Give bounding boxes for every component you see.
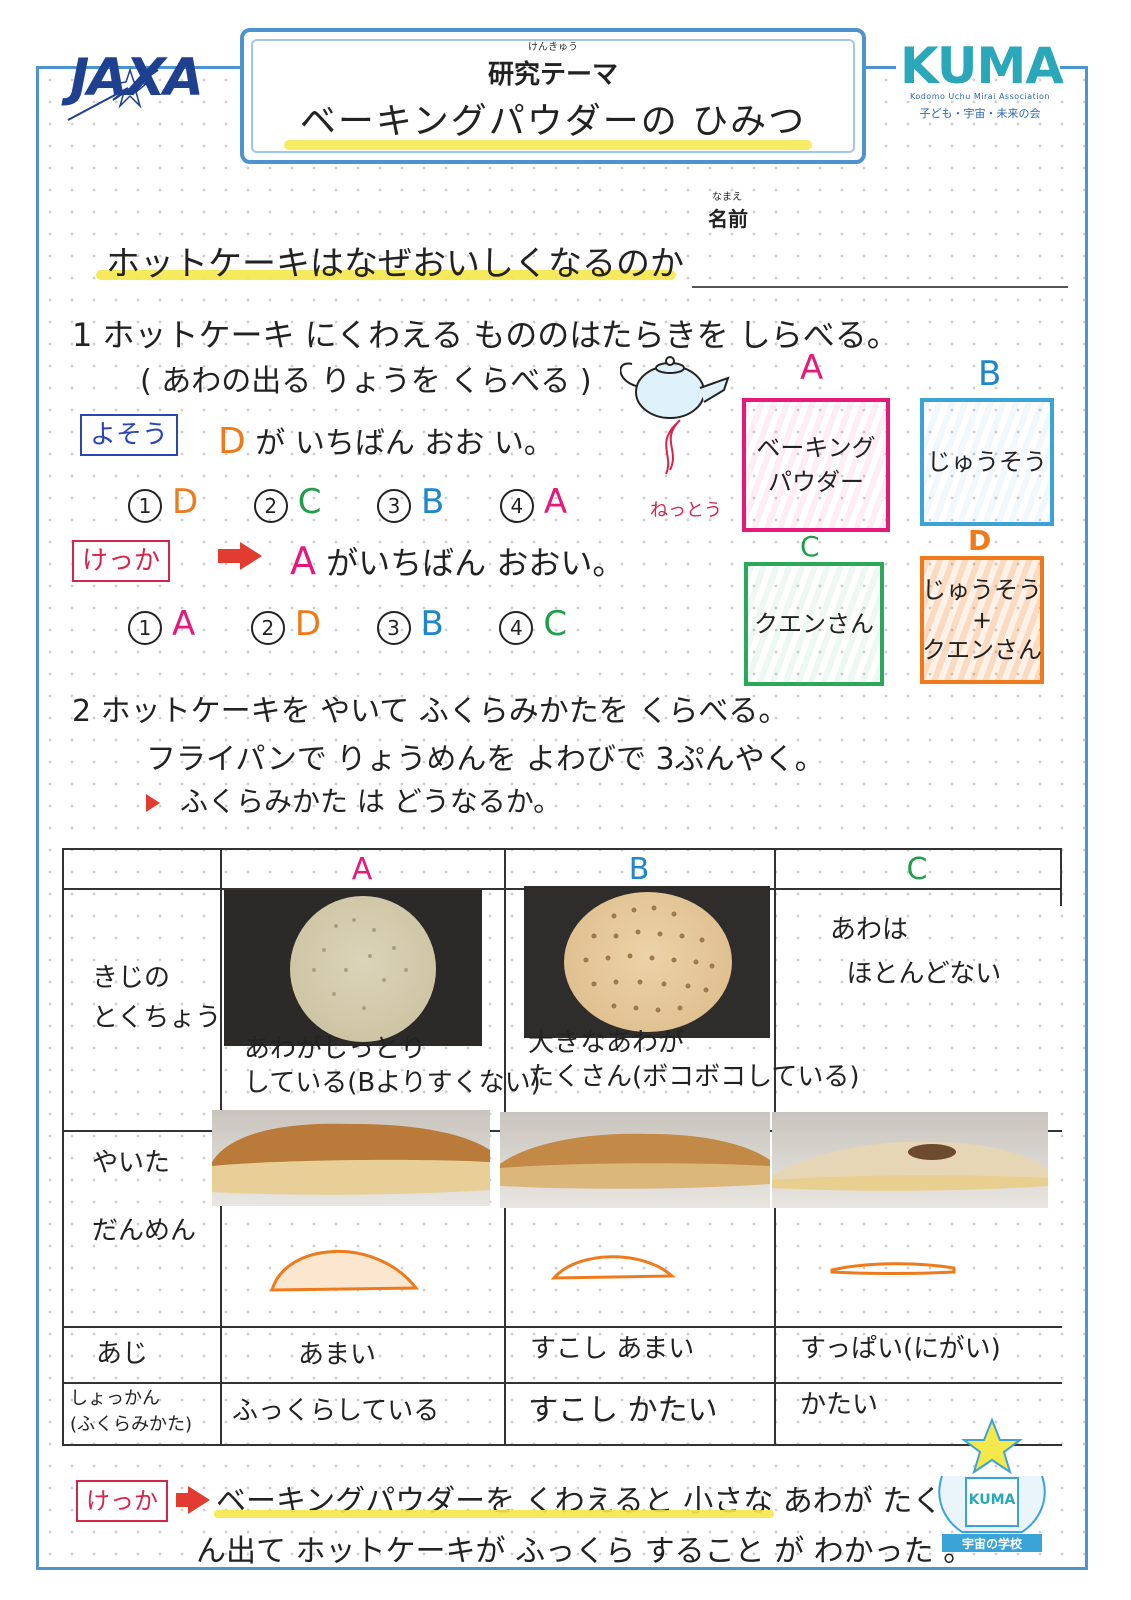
red-arrow-icon: [146, 794, 160, 812]
shokkan-c-text: かたい: [800, 1390, 879, 1420]
col-head-a: A: [351, 852, 373, 887]
section1-title: 1 ホットケーキ にくわえる もののはたらきを しらべる。: [72, 316, 899, 354]
school-badge: KUMA 宇宙の学校: [922, 1416, 1062, 1556]
batter-photo-a: [224, 890, 482, 1046]
theme-title: ベーキングパウダーの ひみつ: [299, 101, 807, 142]
kuma-subtitle-en: Kodomo Uchu Mirai Association: [909, 92, 1050, 101]
research-theme-box: けんきゅう 研究テーマ ベーキングパウダーの ひみつ: [240, 28, 866, 164]
kekka-letter: A: [290, 539, 316, 583]
kekka-statement: A がいちばん おおい。: [290, 538, 624, 584]
theme-highlight: [284, 140, 812, 150]
conclusion-line2: ん出て ホットケーキが ふっくら すること が わかった 。: [196, 1534, 974, 1569]
fluff-drawing-a: [269, 1249, 420, 1292]
jaxa-logo: JAXA: [58, 40, 218, 130]
badge-logo: KUMA: [968, 1492, 1016, 1508]
page-frame-top-left: [36, 66, 246, 69]
kekka-tag: けっか: [72, 540, 171, 582]
shokkan-b-text: すこし かたい: [528, 1393, 718, 1428]
red-arrow-icon: [176, 1486, 214, 1514]
kuma-subtitle-jp: 子ども・宇宙・未来の会: [919, 107, 1041, 120]
nattou-label: ねっとう: [650, 500, 722, 521]
name-label: 名前: [708, 207, 748, 231]
section2-method: フライパンで りょうめんを よわびで 3ぷんやく。: [146, 742, 825, 777]
badge-label: 宇宙の学校: [961, 1537, 1022, 1551]
sample-a-label: A: [800, 348, 824, 388]
conclusion-tag: けっか: [76, 1480, 168, 1522]
aji-b-text: すこし あまい: [530, 1334, 695, 1364]
kiji-b-text: 大きなあわが たくさん(ボコボコしている): [528, 1028, 860, 1092]
row-label-danmen: やいた だんめん: [92, 1148, 197, 1246]
shokkan-a-text: ふっくらしている: [232, 1396, 440, 1426]
theme-label: 研究テーマ: [487, 60, 618, 90]
fluff-drawing-b: [550, 1255, 676, 1280]
cross-section-photo-c: [772, 1112, 1048, 1208]
fluff-drawing-c: [830, 1262, 956, 1275]
teapot-icon: [620, 356, 730, 475]
yosou-letter: D: [218, 421, 246, 462]
sample-c-box: クエンさん: [744, 562, 884, 686]
section2-question: ふくらみかた は どうなるか。: [146, 780, 561, 820]
main-question-highlight: [96, 270, 676, 280]
sample-c-label: C: [800, 530, 820, 563]
red-arrow-icon: [218, 542, 266, 570]
col-head-c: C: [906, 852, 928, 887]
row-label-kiji: きじの とくちょう: [92, 963, 222, 1033]
yosou-statement: D が いちばん おお い。: [218, 418, 554, 462]
name-field-line: [692, 286, 1068, 288]
sample-b-label: B: [978, 354, 1002, 394]
kiji-c-text: あわは ほとんどない: [830, 915, 1002, 989]
dot-grid-background: [39, 69, 1085, 1567]
conclusion-highlight: [214, 1510, 774, 1518]
jaxa-star-icon: [67, 67, 159, 121]
cross-section-photo-b: [500, 1112, 770, 1208]
section2-title: 2 ホットケーキを やいて ふくらみかたを くらべる。: [72, 694, 789, 729]
cross-section-photo-a: [212, 1110, 490, 1206]
batter-photo-b: [524, 886, 770, 1038]
page-frame: [36, 66, 1088, 1570]
aji-a-text: あまい: [298, 1340, 377, 1370]
yosou-tag: よそう: [80, 414, 179, 456]
sample-b-box: じゅうそう: [920, 398, 1054, 526]
kekka-text: がいちばん おおい。: [326, 544, 625, 582]
theme-ruby: けんきゅう: [528, 42, 578, 53]
row-label-shokkan: しょっかん (ふくらみかた): [70, 1388, 193, 1435]
page-frame-top-right: [1060, 66, 1088, 69]
star-icon: [938, 1417, 1046, 1552]
sample-d-label: D: [968, 524, 992, 557]
row-label-aji: あじ: [96, 1339, 149, 1369]
col-head-b: B: [628, 852, 650, 887]
main-question: ホットケーキはなぜおいしくなるのか: [106, 244, 684, 284]
aji-c-text: すっぱい(にがい): [800, 1334, 1001, 1364]
kiji-a-text: あわがしっとり している(Bよりすくない): [244, 1034, 541, 1098]
sample-a-box: ベーキング パウダー: [742, 398, 890, 532]
yosou-text: が いちばん おお い。: [255, 426, 554, 461]
name-ruby: なまえ: [712, 192, 742, 203]
kuma-wordmark: KUMA: [900, 37, 1064, 95]
section1-subtitle: ( あわの出る りょうを くらべる ): [140, 364, 592, 399]
results-table: A B C きじの とくちょう あわがしっとり している(Bよりすくな: [62, 848, 1062, 1446]
sample-d-box: じゅうそう + クエンさん: [920, 556, 1044, 684]
jaxa-wordmark: JAXA: [70, 48, 204, 108]
page-frame-top-mid: [866, 66, 896, 69]
kuma-logo: KUMA Kodomo Uchu Mirai Association 子ども・宇…: [900, 37, 1064, 130]
